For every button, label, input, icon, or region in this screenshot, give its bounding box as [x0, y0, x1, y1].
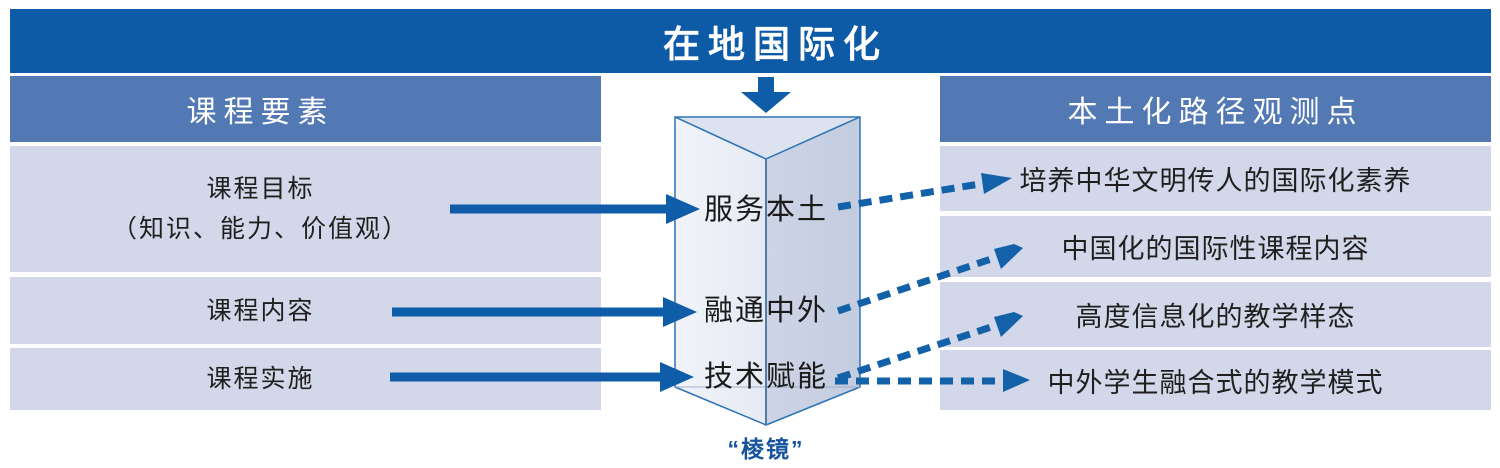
right-row-3-label: 高度信息化的教学样态: [1075, 302, 1356, 332]
right-row-informatized-teaching: 高度信息化的教学样态: [940, 282, 1491, 347]
prism-label-technology-empowerment: 技术赋能: [703, 361, 828, 393]
left-row-course-goals: 课程目标 （知识、能力、价值观）: [10, 146, 601, 272]
title-banner: 在地国际化: [10, 9, 1491, 73]
right-row-blended-teaching-model: 中外学生融合式的教学模式: [940, 350, 1491, 410]
right-row-4-label: 中外学生融合式的教学模式: [1047, 367, 1384, 398]
left-row-1-line-1: 课程目标: [206, 175, 315, 203]
left-row-3-label: 课程实施: [206, 365, 315, 393]
down-arrow-icon: [741, 77, 791, 113]
left-row-course-implementation: 课程实施: [10, 348, 601, 410]
page-title: 在地国际化: [663, 24, 888, 65]
prism-top-face: [674, 116, 861, 160]
left-panel-header: 课程要素: [10, 76, 601, 142]
left-header-label: 课程要素: [186, 96, 335, 129]
left-row-1-line-2: （知识、能力、价值观）: [111, 215, 409, 243]
right-row-international-literacy: 培养中华文明传人的国际化素养: [940, 146, 1491, 211]
prism-label-integrate-china-abroad: 融通中外: [703, 295, 828, 327]
right-row-sinicized-content: 中国化的国际性课程内容: [940, 216, 1491, 277]
right-row-2-label: 中国化的国际性课程内容: [1061, 234, 1370, 264]
right-row-1-label: 培养中华文明传人的国际化素养: [1019, 166, 1412, 196]
right-header-label: 本土化路径观测点: [1067, 96, 1364, 129]
right-panel-header: 本土化路径观测点: [940, 76, 1491, 142]
prism-label-serve-local: 服务本土: [703, 194, 828, 226]
left-row-course-content: 课程内容: [10, 277, 601, 344]
prism-caption: “棱镜”: [727, 436, 805, 462]
left-row-2-label: 课程内容: [206, 296, 315, 325]
